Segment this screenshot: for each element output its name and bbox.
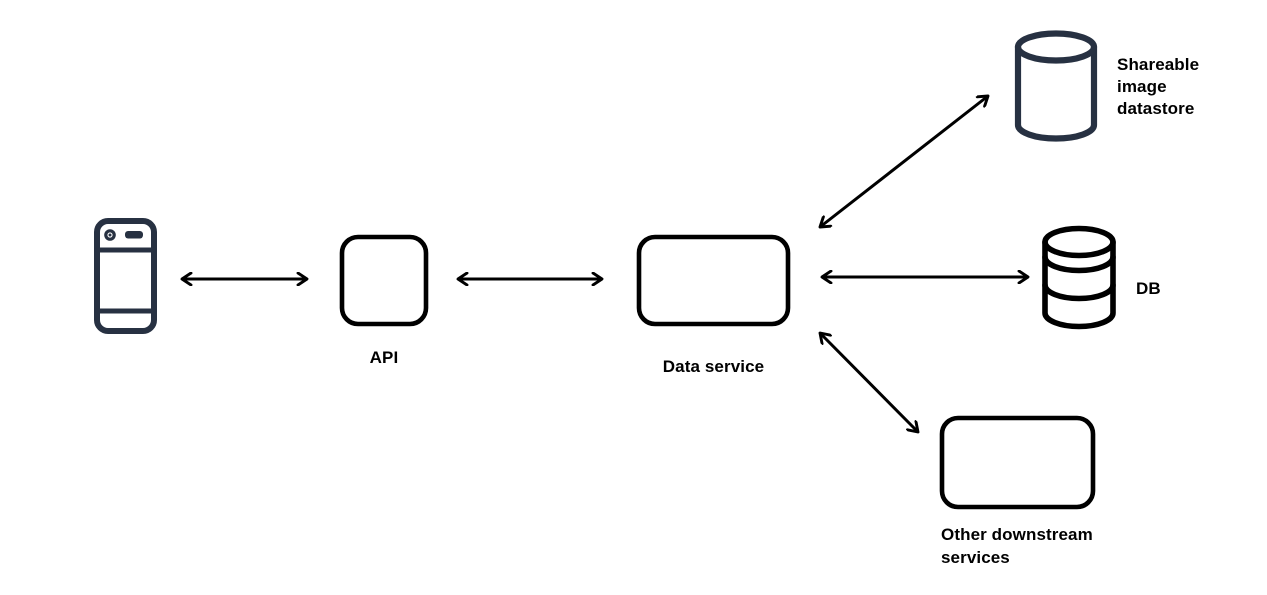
datastore-node-label: Shareable image datastore xyxy=(1117,55,1200,118)
other-downstream-services-node-box xyxy=(939,415,1096,510)
smartphone-icon xyxy=(94,218,157,334)
edge-dataservice-otherservices-arrow xyxy=(820,333,918,432)
other-downstream-services-node-label: Other downstream services xyxy=(941,525,1093,567)
api-node-label: API xyxy=(369,348,399,367)
data-service-node-label: Data service xyxy=(662,357,765,376)
edge-dataservice-datastore-arrow xyxy=(820,96,988,227)
datastore-cylinder-icon xyxy=(1014,30,1098,142)
api-node-box xyxy=(339,234,429,327)
db-node-label: DB xyxy=(1136,279,1161,298)
data-service-node-box xyxy=(636,234,791,327)
database-icon xyxy=(1042,225,1116,330)
